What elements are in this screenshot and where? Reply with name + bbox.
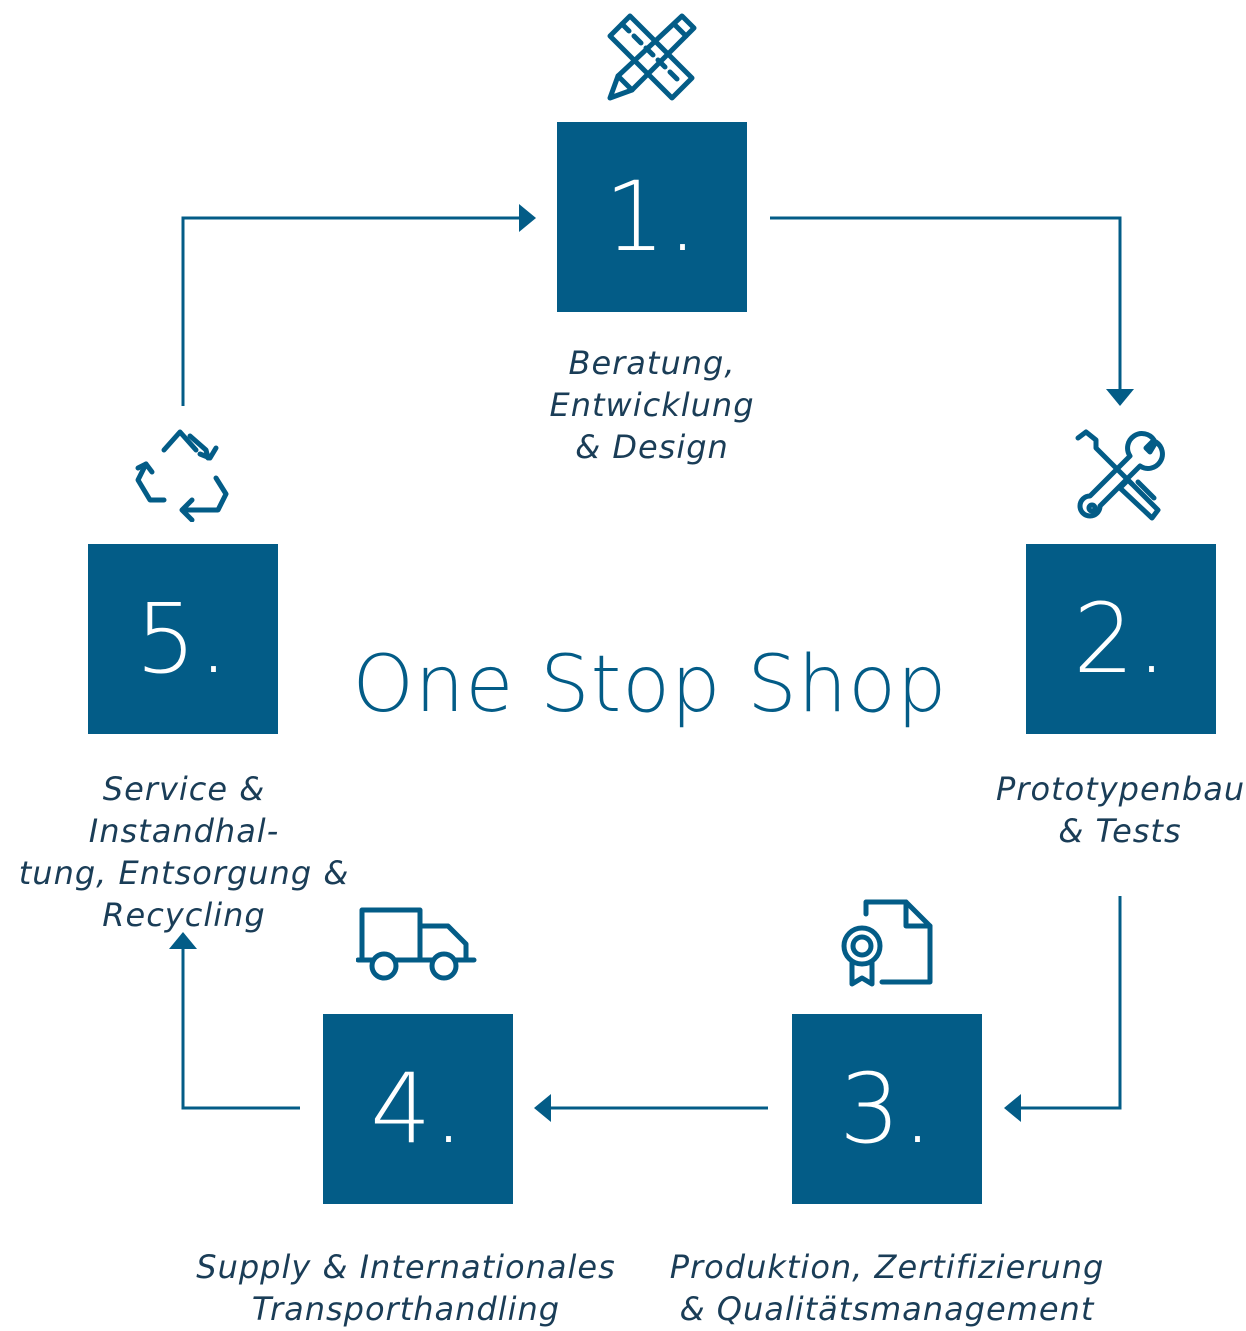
arrow-4-to-5 xyxy=(181,948,300,1110)
step-5-box: 5. xyxy=(88,544,278,734)
design-tools-icon xyxy=(607,13,697,101)
arrowhead-to-4 xyxy=(534,1094,551,1122)
step-5-number: 5. xyxy=(135,583,231,695)
step-3-label: Produktion, Zertifizierung & Qualitätsma… xyxy=(669,1248,1105,1328)
arrowhead-to-3 xyxy=(1004,1094,1021,1122)
step-4-number: 4. xyxy=(370,1053,466,1165)
step-2-number: 2. xyxy=(1073,583,1169,695)
arrowhead-to-2 xyxy=(1106,389,1134,406)
step-2-box: 2. xyxy=(1026,544,1216,734)
arrow-5-to-1 xyxy=(181,216,520,406)
step-3-number: 3. xyxy=(839,1053,935,1165)
step-1-label: Beratung, Entwicklung & Design xyxy=(549,344,755,466)
wrench-screwdriver-icon xyxy=(1075,429,1165,521)
delivery-truck-icon xyxy=(356,907,477,981)
certificate-document-icon xyxy=(841,899,933,987)
step-4-box: 4. xyxy=(323,1014,513,1204)
arrowhead-to-5 xyxy=(169,932,197,949)
step-5-label: Service & Instandhal- tung, Entsorgung &… xyxy=(18,770,350,934)
step-1-number: 1. xyxy=(604,161,700,273)
step-4-label: Supply & Internationales Transporthandli… xyxy=(196,1248,616,1328)
step-2-label: Prototypenbau & Tests xyxy=(996,770,1246,850)
arrow-2-to-3 xyxy=(1020,896,1122,1110)
step-3-box: 3. xyxy=(792,1014,982,1204)
recycle-icon xyxy=(135,429,229,522)
center-title: One Stop Shop xyxy=(352,640,948,730)
step-1-box: 1. xyxy=(557,122,747,312)
arrowhead-to-1 xyxy=(519,204,536,232)
arrow-1-to-2 xyxy=(770,216,1122,392)
